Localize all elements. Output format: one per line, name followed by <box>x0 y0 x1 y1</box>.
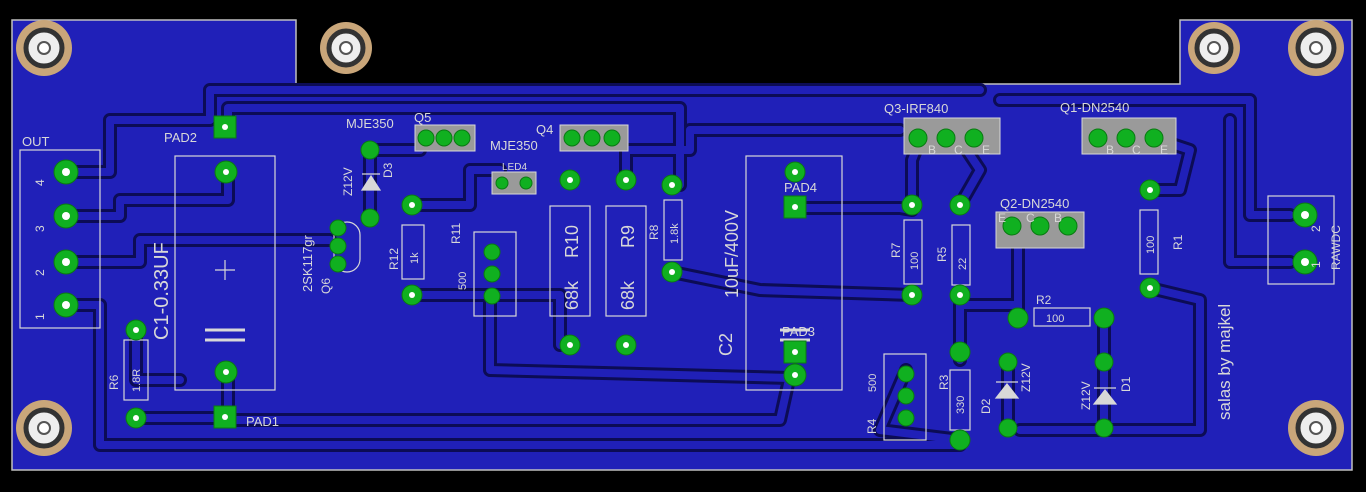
pad3-label: PAD3 <box>782 324 815 339</box>
q6-type-label: 2SK117gr <box>300 234 315 292</box>
c1-label: C1-0.33UF <box>151 242 173 340</box>
q6-label: Q6 <box>319 278 333 294</box>
q3-pin-b: B <box>928 143 936 157</box>
r5-label: R5 <box>935 246 949 262</box>
d2-label: D2 <box>979 398 993 414</box>
r5-value: 22 <box>957 258 969 270</box>
mounting-hole-top-right-a <box>1188 22 1240 74</box>
rawdc-pin-2: 2 <box>1309 225 1323 232</box>
diode-symbols <box>360 173 1118 405</box>
silkscreen-labels: OUT 4 3 2 1 PAD2 PAD1 PAD4 PAD3 C1-0.33U… <box>22 100 1343 434</box>
c2-value-label: 10uF/400V <box>722 210 742 298</box>
q2-pin-e: E <box>998 211 1006 225</box>
mounting-holes <box>16 20 1344 456</box>
q2-label: Q2-DN2540 <box>1000 196 1069 211</box>
r12-value: 1k <box>409 252 421 264</box>
rawdc-label: RAWDC <box>1329 225 1343 270</box>
pads <box>53 115 1318 451</box>
q1-pin-e: E <box>1160 143 1168 157</box>
pad1-label: PAD1 <box>246 414 279 429</box>
r7-value: 100 <box>909 252 921 270</box>
rawdc-pin-1: 1 <box>1309 261 1323 268</box>
r11-label: R11 <box>449 223 463 244</box>
mounting-hole-top-right-b <box>1288 20 1344 76</box>
q5-label: Q5 <box>414 110 431 125</box>
silkscreen-outlines <box>19 149 1335 441</box>
r2-label: R2 <box>1036 293 1052 307</box>
r10-label: R10 <box>562 225 582 258</box>
pad2-label: PAD2 <box>164 130 197 145</box>
mounting-hole-bottom-left <box>16 400 72 456</box>
q2-pin-c: C <box>1026 211 1035 225</box>
r10-value: 68k <box>562 280 582 310</box>
mounting-hole-bottom-right <box>1288 400 1344 456</box>
r3-label: R3 <box>937 374 951 390</box>
q3-label: Q3-IRF840 <box>884 101 948 116</box>
d3-label: D3 <box>381 162 395 178</box>
mounting-hole-top-mid <box>320 22 372 74</box>
r1-label: R1 <box>1171 234 1185 250</box>
r9-label: R9 <box>618 225 638 248</box>
out-pin-1: 1 <box>33 313 47 320</box>
mounting-hole-top-left <box>16 20 72 76</box>
r6-value: 1.8R <box>131 369 143 392</box>
r4-label: R4 <box>865 418 879 434</box>
mje350-a-label: MJE350 <box>346 116 394 131</box>
q4-label: Q4 <box>536 122 553 137</box>
r12-label: R12 <box>387 248 401 270</box>
credit-label: salas by majkel <box>1215 304 1234 420</box>
out-pin-2: 2 <box>33 269 47 276</box>
d1-label: D1 <box>1119 376 1133 392</box>
r7-label: R7 <box>889 242 903 258</box>
z12v-d2-label: Z12V <box>1019 363 1033 392</box>
q3-pin-c: C <box>954 143 963 157</box>
z12v-d1-label: Z12V <box>1079 381 1093 410</box>
led4-label: LED4 <box>502 162 527 173</box>
pad4-label: PAD4 <box>784 180 817 195</box>
q3-pin-e: E <box>982 143 990 157</box>
r2-value: 100 <box>1046 313 1064 325</box>
r1-value: 100 <box>1145 236 1157 254</box>
r6-label: R6 <box>107 374 121 390</box>
mje350-b-label: MJE350 <box>490 138 538 153</box>
q1-pin-b: B <box>1106 143 1114 157</box>
r9-value: 68k <box>618 280 638 310</box>
q2-pin-b: B <box>1054 211 1062 225</box>
r8-label: R8 <box>647 224 661 240</box>
r11-value: 500 <box>457 272 469 290</box>
r3-value: 330 <box>955 396 967 414</box>
q1-label: Q1-DN2540 <box>1060 100 1129 115</box>
out-pin-4: 4 <box>33 179 47 186</box>
r8-value: 1.8k <box>669 223 681 244</box>
out-pin-3: 3 <box>33 225 47 232</box>
r4-value: 500 <box>867 374 879 392</box>
z12v-d3-label: Z12V <box>341 167 355 196</box>
q1-pin-c: C <box>1132 143 1141 157</box>
c2-name-label: C2 <box>716 333 736 356</box>
out-connector-label: OUT <box>22 134 50 149</box>
